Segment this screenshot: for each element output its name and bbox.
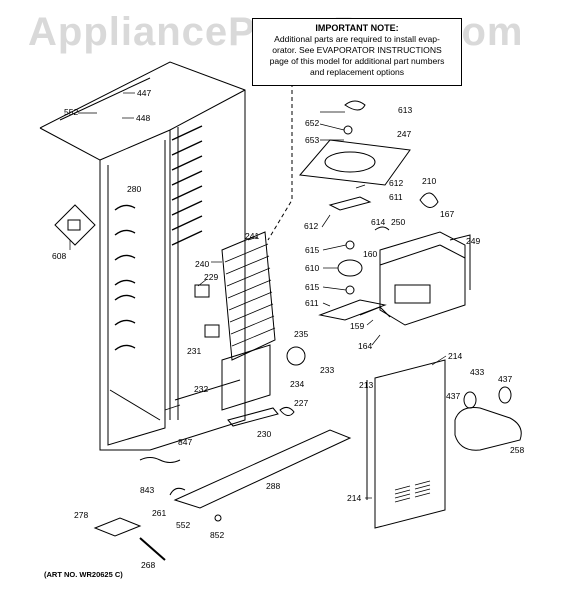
cabinet-drawing xyxy=(39,61,246,451)
part-label: 843 xyxy=(140,485,155,495)
part-label: 288 xyxy=(266,481,281,491)
part-label: 229 xyxy=(204,272,219,282)
part-label: 448 xyxy=(136,113,151,123)
part-label: 611 xyxy=(389,192,403,202)
part-label: 214 xyxy=(347,493,362,503)
light-cover-drawing xyxy=(454,386,522,451)
part-label: 433 xyxy=(470,367,485,377)
part-label: 235 xyxy=(294,329,309,339)
art-number: (ART NO. WR20625 C) xyxy=(44,570,123,579)
part-label: 160 xyxy=(363,249,378,259)
note-title: IMPORTANT NOTE: xyxy=(315,23,399,33)
part-label: 261 xyxy=(152,508,167,518)
part-label: 437 xyxy=(446,391,461,401)
part-label: 615 xyxy=(305,245,320,255)
part-label: 653 xyxy=(305,135,320,145)
part-label: 447 xyxy=(137,88,152,98)
evaporator-drawing xyxy=(194,231,279,427)
part-label: 240 xyxy=(195,259,210,269)
part-label: 280 xyxy=(127,184,142,194)
part-label: 278 xyxy=(74,510,89,520)
part-label: 213 xyxy=(359,380,374,390)
part-label: 214 xyxy=(448,351,463,361)
part-label: 652 xyxy=(305,118,320,128)
part-label: 210 xyxy=(422,176,437,186)
inset-detail-drawing xyxy=(54,204,96,246)
leader-lines xyxy=(69,92,447,499)
important-note-box: IMPORTANT NOTE: Additional parts are req… xyxy=(252,18,462,86)
note-line-4: and replacement options xyxy=(309,67,405,77)
part-label: 552 xyxy=(64,107,79,117)
part-label: 847 xyxy=(178,437,193,447)
part-label: 852 xyxy=(210,530,225,540)
part-label: 615 xyxy=(305,282,320,292)
part-label: 227 xyxy=(294,398,309,408)
note-line-1: Additional parts are required to install… xyxy=(274,34,440,44)
part-label: 232 xyxy=(194,384,209,394)
part-label: 159 xyxy=(350,321,365,331)
note-line-2: orator. See EVAPORATOR INSTRUCTIONS xyxy=(272,45,442,55)
duct-drawing xyxy=(93,346,352,561)
part-label: 247 xyxy=(397,129,412,139)
part-label: 250 xyxy=(391,217,406,227)
part-label: 612 xyxy=(304,221,319,231)
part-label: 613 xyxy=(398,105,413,115)
back-panel-drawing xyxy=(366,359,446,529)
part-label: 437 xyxy=(498,374,513,384)
part-label: 552 xyxy=(176,520,191,530)
note-line-3: page of this model for additional part n… xyxy=(269,56,445,66)
part-label: 234 xyxy=(290,379,305,389)
part-label: 614 xyxy=(371,217,386,227)
ice-assembly-drawing xyxy=(359,192,471,326)
part-label: 268 xyxy=(141,560,156,570)
part-label: 249 xyxy=(466,236,481,246)
part-label: 608 xyxy=(52,251,67,261)
part-label: 610 xyxy=(305,263,320,273)
part-label: 164 xyxy=(358,341,373,351)
part-label: 612 xyxy=(389,178,404,188)
part-label: 611 xyxy=(305,298,319,308)
part-label: 230 xyxy=(257,429,272,439)
part-label: 258 xyxy=(510,445,525,455)
part-label: 233 xyxy=(320,365,335,375)
part-label: 231 xyxy=(187,346,202,356)
part-label: 241 xyxy=(245,231,260,241)
note-pointer xyxy=(267,55,293,241)
part-label: 167 xyxy=(440,209,455,219)
